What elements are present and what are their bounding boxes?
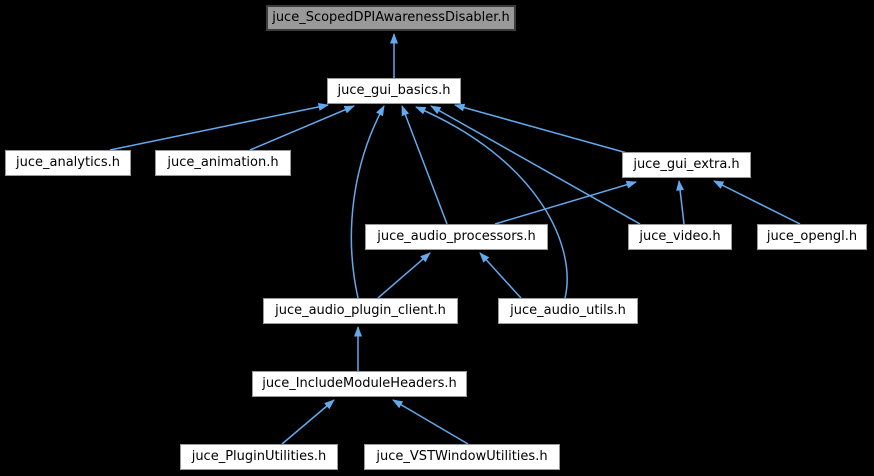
edge-audio-utils-to-audio-processors [479, 252, 522, 299]
node-juce-include-module-headers[interactable]: juce_IncludeModuleHeaders.h [252, 371, 467, 397]
edge-audio-processors-to-gui-extra [494, 180, 637, 225]
node-juce-animation[interactable]: juce_animation.h [155, 150, 291, 176]
node-juce-opengl[interactable]: juce_opengl.h [757, 224, 867, 250]
edge-gui-extra-to-gui-basics [454, 103, 628, 154]
node-juce-audio-plugin-client[interactable]: juce_audio_plugin_client.h [263, 298, 458, 324]
node-juce-audio-utils[interactable]: juce_audio_utils.h [498, 298, 638, 324]
node-juce-audio-processors[interactable]: juce_audio_processors.h [365, 224, 548, 250]
node-juce-gui-basics[interactable]: juce_gui_basics.h [327, 78, 461, 104]
node-juce-analytics[interactable]: juce_analytics.h [5, 150, 131, 176]
edge-analytics-to-gui-basics [109, 103, 329, 151]
edge-video-to-gui-basics [430, 105, 641, 225]
edge-plugin-client-to-audio-processors [377, 252, 431, 299]
edge-vst-window-utilities-to-include-module-headers [392, 399, 469, 445]
node-juce-video[interactable]: juce_video.h [628, 224, 732, 250]
node-juce-gui-extra[interactable]: juce_gui_extra.h [622, 152, 751, 178]
edge-video-to-gui-extra [676, 180, 685, 225]
edge-animation-to-gui-basics [249, 105, 355, 151]
edge-plugin-client-to-gui-basics [350, 105, 385, 299]
edge-audio-utils-to-gui-basics [415, 106, 568, 299]
edge-opengl-to-gui-extra [713, 180, 801, 225]
node-juce-vst-window-utilities[interactable]: juce_VSTWindowUtilities.h [364, 444, 560, 470]
edge-audio-processors-to-gui-basics [401, 105, 448, 225]
edge-plugin-utilities-to-include-module-headers [281, 399, 335, 445]
node-juce-plugin-utilities[interactable]: juce_PluginUtilities.h [180, 444, 338, 470]
node-juce-scoped-dpi-awareness-disabler: juce_ScopedDPIAwarenessDisabler.h [266, 5, 516, 31]
